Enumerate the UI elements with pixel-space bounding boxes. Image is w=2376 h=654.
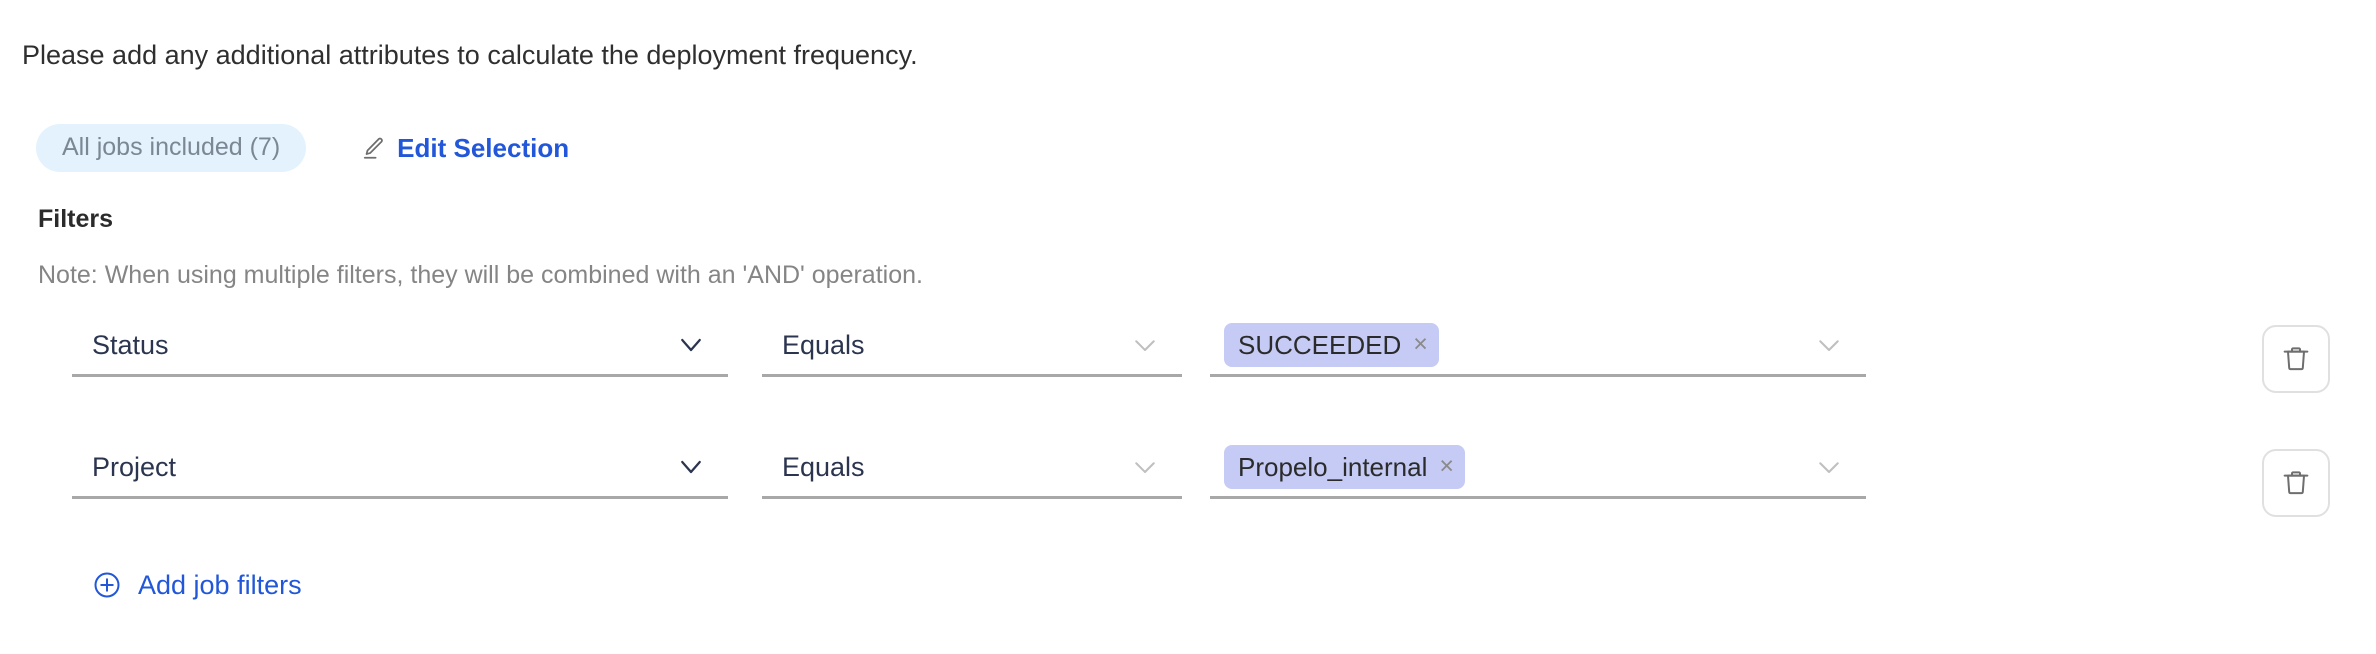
filter-attribute-select[interactable]: Project	[72, 437, 728, 499]
chevron-down-icon	[1130, 330, 1160, 360]
all-jobs-included-badge: All jobs included (7)	[36, 124, 307, 172]
edit-selection-button[interactable]: Edit Selection	[361, 134, 569, 162]
pencil-icon	[361, 135, 387, 161]
filter-value-chip-label: Propelo_internal	[1238, 451, 1428, 482]
plus-circle-icon	[92, 570, 122, 600]
filter-value-select[interactable]: Propelo_internal ×	[1210, 437, 1866, 499]
filter-attribute-value: Project	[92, 451, 177, 482]
delete-filter-button[interactable]	[2262, 449, 2330, 517]
intro-text: Please add any additional attributes to …	[22, 40, 918, 70]
filter-operator-select[interactable]: Equals	[762, 437, 1182, 499]
filters-note: Note: When using multiple filters, they …	[38, 261, 923, 289]
close-icon[interactable]: ×	[1413, 330, 1428, 358]
filters-heading: Filters	[38, 205, 114, 233]
trash-icon	[2280, 343, 2312, 375]
chevron-down-icon	[676, 330, 706, 360]
trash-icon	[2280, 467, 2312, 499]
filter-attribute-select[interactable]: Status	[72, 315, 728, 377]
add-job-filters-label: Add job filters	[138, 570, 302, 600]
edit-selection-label: Edit Selection	[397, 133, 570, 163]
filter-value-chip[interactable]: Propelo_internal ×	[1224, 444, 1465, 489]
filter-value-select[interactable]: SUCCEEDED ×	[1210, 315, 1866, 377]
chevron-down-icon	[1814, 330, 1844, 360]
filter-row: Status Equals SUCCEEDED ×	[0, 315, 2376, 395]
filter-operator-value: Equals	[782, 329, 865, 360]
close-icon[interactable]: ×	[1439, 452, 1454, 480]
delete-filter-button[interactable]	[2262, 325, 2330, 393]
chevron-down-icon	[676, 452, 706, 482]
chevron-down-icon	[1814, 452, 1844, 482]
filter-value-chip[interactable]: SUCCEEDED ×	[1224, 322, 1439, 367]
add-job-filters-button[interactable]: Add job filters	[92, 570, 302, 600]
filter-operator-value: Equals	[782, 451, 865, 482]
filter-row: Project Equals Propelo_internal ×	[0, 437, 2376, 517]
job-selection-row: All jobs included (7) Edit Selection	[36, 124, 569, 172]
filter-value-chip-label: SUCCEEDED	[1238, 329, 1402, 360]
chevron-down-icon	[1130, 452, 1160, 482]
filter-operator-select[interactable]: Equals	[762, 315, 1182, 377]
filter-attribute-value: Status	[92, 329, 169, 360]
